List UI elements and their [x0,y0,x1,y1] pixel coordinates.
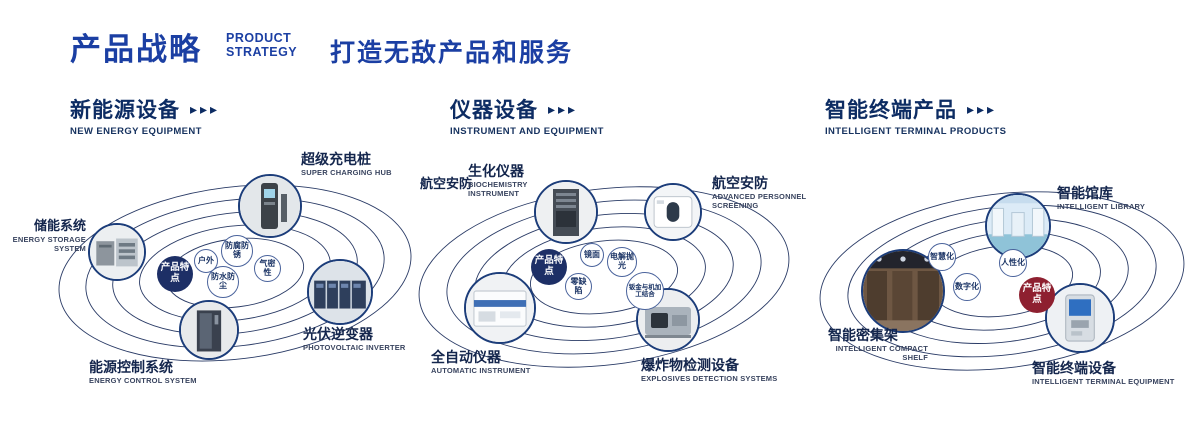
product-label-biochemistry: 生化仪器 BIOCHEMISTRY INSTRUMENT [468,163,528,199]
product-circle-terminal-equipment [1045,283,1115,353]
feature-bubble: 人性化 [999,249,1027,277]
terminal-kiosk-image [1047,285,1113,351]
product-name: 光伏逆变器 [303,326,373,342]
product-name: 储能系统 [33,218,86,233]
product-label-compact-shelf: 智能密集架 INTELLIGENT COMPACT SHELF [828,327,928,363]
product-name-en: AUTOMATIC INSTRUMENT [431,366,531,376]
product-name: 航空安防 [712,175,768,191]
feature-bubble: 防腐防锈 [221,235,253,267]
feature-badge: 产品特点 [157,256,193,292]
product-name: 爆炸物检测设备 [641,357,739,373]
feature-bubble: 零缺陷 [565,273,592,300]
section-header-new-energy: 新能源设备 ▸▸▸ [70,94,220,124]
product-name: 智能馆库 [1057,185,1113,201]
product-name: 超级充电桩 [301,151,371,167]
product-name: 生化仪器 [468,163,524,179]
energy-storage-cabinets-image [90,225,144,279]
tagline: 打造无敌产品和服务 [330,39,574,67]
product-label-terminal-equipment: 智能终端设备 INTELLIGENT TERMINAL EQUIPMENT [1032,360,1175,386]
page-title-en: PRODUCT STRATEGY [226,31,298,59]
product-label-automatic-instrument: 全自动仪器 AUTOMATIC INSTRUMENT [431,349,531,375]
inverter-cabinets-image [309,261,371,323]
feature-badge: 产品特点 [1019,277,1055,313]
product-label-pv-inverter: 光伏逆变器 PHOTOVOLTAIC INVERTER [303,326,406,352]
product-circle-energy-storage [88,223,146,281]
feature-bubble: 电解抛光 [607,247,637,277]
triple-arrow-icon: ▸▸▸ [190,100,221,117]
product-circle-pv-inverter [307,259,373,325]
feature-bubble: 气密性 [254,255,281,282]
product-name: 全自动仪器 [431,349,501,365]
product-label-charging-hub: 超级充电桩 SUPER CHARGING HUB [301,151,392,177]
section-header-instrument: 仪器设备 ▸▸▸ [450,94,578,124]
product-name: 智能密集架 [828,327,898,343]
product-name-en: PHOTOVOLTAIC INVERTER [303,343,406,353]
section-title: 新能源设备 [70,99,180,122]
section-title: 仪器设备 [450,99,538,122]
section-subtitle: INSTRUMENT AND EQUIPMENT [450,126,604,137]
product-circle-energy-control [179,300,239,360]
biochemistry-rack-image [536,182,596,242]
triple-arrow-icon: ▸▸▸ [967,100,998,117]
feature-bubble: 数字化 [953,273,981,301]
automatic-analyzer-image [466,274,534,342]
page-title: 产品战略 [70,32,202,67]
product-name-en: ENERGY CONTROL SYSTEM [89,376,197,386]
side-label-aviation-security: 航空安防 [420,176,473,191]
product-label-intelligent-library: 智能馆库 INTELLIGENT LIBRARY [1057,185,1145,211]
triple-arrow-icon: ▸▸▸ [548,100,579,117]
product-circle-biochemistry [534,180,598,244]
feature-bubble: 钣金与机加工结合 [626,272,664,310]
product-label-personnel-screening: 航空安防 ADVANCED PERSONNEL SCREENING [712,175,806,211]
feature-bubble: 智慧化 [928,243,956,271]
product-name-en: INTELLIGENT TERMINAL EQUIPMENT [1032,377,1175,387]
product-circle-automatic-instrument [464,272,536,344]
feature-bubble: 户外 [194,249,218,273]
product-name-en: BIOCHEMISTRY INSTRUMENT [468,180,528,199]
product-name-en: ENERGY STORAGE SYSTEM [12,234,86,254]
feature-badge: 产品特点 [531,249,567,285]
product-name-en: ADVANCED PERSONNEL SCREENING [712,192,807,211]
section-subtitle: NEW ENERGY EQUIPMENT [70,126,202,137]
personnel-screening-machine-image [646,185,700,239]
section-header-terminal: 智能终端产品 ▸▸▸ [825,94,997,124]
product-name: 能源控制系统 [89,359,173,375]
product-name-en: EXPLOSIVES DETECTION SYSTEMS [641,374,778,384]
product-circle-intelligent-library [985,193,1051,259]
product-label-energy-control: 能源控制系统 ENERGY CONTROL SYSTEM [89,359,197,385]
product-label-energy-storage: 储能系统 ENERGY STORAGE SYSTEM [6,218,86,254]
charging-pile-image [240,176,300,236]
product-label-explosives-detection: 爆炸物检测设备 EXPLOSIVES DETECTION SYSTEMS [641,357,777,383]
product-circle-personnel-screening [644,183,702,241]
feature-bubble: 防水防尘 [207,266,239,298]
product-name-en: SUPER CHARGING HUB [301,168,392,178]
feature-bubble: 镜面 [580,243,604,267]
library-interior-image [987,195,1049,257]
product-circle-charging-hub [238,174,302,238]
product-name: 智能终端设备 [1032,360,1116,376]
control-cabinet-image [181,302,237,358]
product-name-en: INTELLIGENT LIBRARY [1057,202,1146,212]
product-name-en: INTELLIGENT COMPACT SHELF [835,344,928,363]
section-title: 智能终端产品 [825,99,957,122]
section-subtitle: INTELLIGENT TERMINAL PRODUCTS [825,126,1007,137]
